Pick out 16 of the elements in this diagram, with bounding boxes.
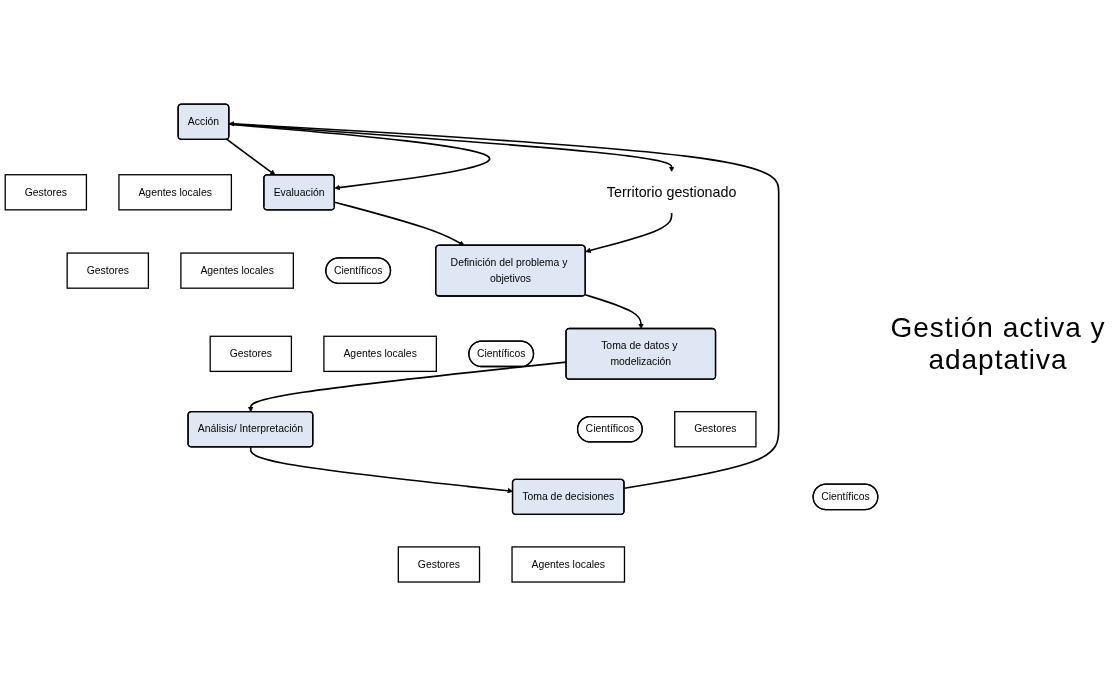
node-box: Agentes locales: [511, 546, 626, 584]
center-heading: Gestión activa y adaptativa: [889, 311, 1107, 376]
arrow: [226, 139, 276, 176]
arrow: [228, 123, 491, 191]
node-box: Gestores: [66, 252, 150, 290]
node-box: Agentes locales: [180, 252, 294, 290]
node-box: Agentes locales: [323, 336, 437, 373]
node-box: Gestores: [674, 411, 757, 448]
arrow: [584, 294, 644, 330]
node-box: Gestores: [209, 336, 293, 373]
node-box: Gestores: [4, 174, 88, 211]
node-box: Gestores: [397, 546, 481, 584]
node-text: Territorio gestionado: [606, 184, 737, 201]
arrow: [228, 121, 780, 490]
arrow: [585, 212, 673, 254]
node-box: Agentes locales: [118, 174, 233, 211]
